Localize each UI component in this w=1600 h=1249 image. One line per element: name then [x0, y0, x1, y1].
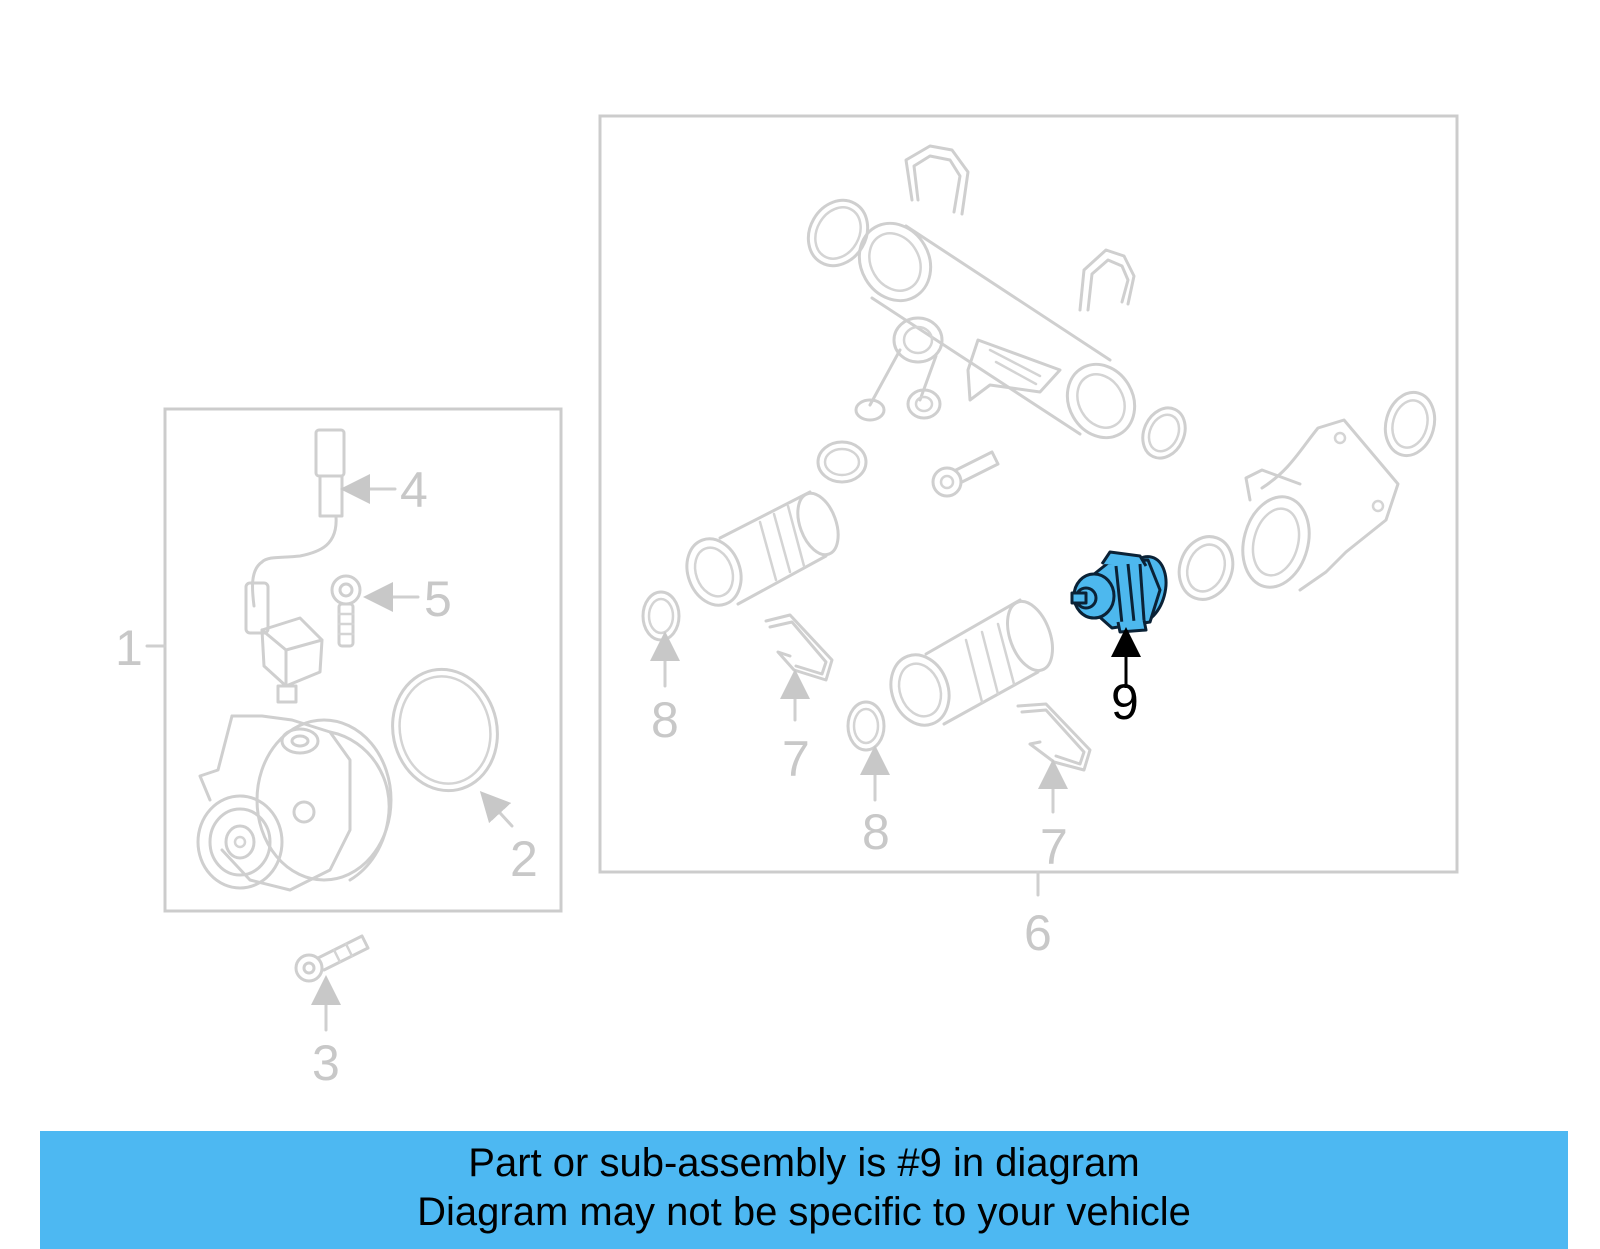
info-banner: Part or sub-assembly is #9 in diagram Di… — [40, 1131, 1568, 1249]
water-pump — [196, 714, 393, 892]
callout-8b: 8 — [862, 804, 890, 860]
retaining-clip-top — [904, 144, 970, 216]
coolant-t-fitting — [854, 221, 1137, 440]
thermostat-housing — [1241, 418, 1400, 592]
bolt-3 — [294, 934, 370, 983]
pump-assembly-frame — [163, 407, 563, 913]
spring-clip-7-right — [1016, 702, 1092, 772]
callout-9: 9 — [1111, 674, 1139, 730]
callout-2-leader — [479, 790, 514, 828]
callout-6: 6 — [1024, 905, 1052, 961]
highlighted-part-9-sensor — [1070, 550, 1168, 634]
o-ring-mid-left — [816, 440, 868, 484]
callout-2: 2 — [510, 831, 538, 887]
o-ring-upper-right — [1141, 406, 1187, 460]
callout-3: 3 — [312, 1035, 340, 1091]
retaining-clip-right — [1078, 248, 1136, 312]
banner-line-1: Part or sub-assembly is #9 in diagram — [468, 1141, 1140, 1185]
pump-gasket — [391, 667, 499, 793]
electrical-connector — [250, 428, 346, 608]
bolt-5 — [330, 574, 362, 648]
callout-5: 5 — [424, 571, 452, 627]
banner-line-2: Diagram may not be specific to your vehi… — [417, 1190, 1191, 1234]
callout-7a: 7 — [782, 731, 810, 787]
callout-7b: 7 — [1040, 819, 1068, 875]
callout-1: 1 — [115, 620, 143, 676]
solenoid-valve — [244, 581, 324, 704]
o-ring-far-right — [1383, 390, 1437, 458]
callout-4: 4 — [400, 462, 428, 518]
o-ring-upper-left — [806, 198, 870, 268]
spring-clip-7-left — [764, 613, 834, 682]
callout-8a: 8 — [651, 692, 679, 748]
coolant-assembly-frame — [598, 114, 1459, 874]
bolt-housing — [931, 450, 1000, 498]
o-ring-flange — [1177, 535, 1235, 601]
coolant-hose-upper — [685, 490, 840, 607]
coolant-hose-lower — [889, 598, 1054, 727]
